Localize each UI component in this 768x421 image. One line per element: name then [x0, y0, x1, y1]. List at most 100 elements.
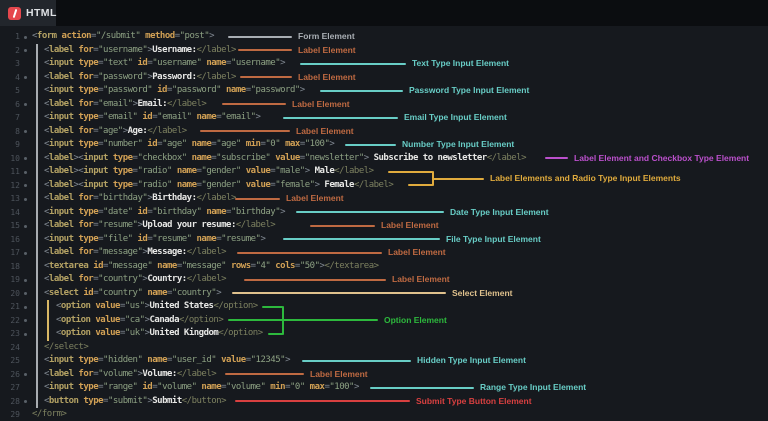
- code-line-8: 8<label for="age">Age:</label>: [0, 125, 768, 139]
- annotation-line: [228, 35, 292, 38]
- annotation-label: Number Type Input Element: [402, 139, 515, 149]
- annotation-line: [283, 116, 398, 119]
- code-line-7: 7<input type="email" id="email" name="em…: [0, 111, 768, 125]
- code-line-16: 16 <input type="file" id="resume" name="r…: [0, 233, 768, 247]
- line-number: 4: [15, 72, 20, 82]
- fold-marker[interactable]: [24, 170, 27, 174]
- code-line-6: 6<label for="email">Email:</label>: [0, 98, 768, 112]
- fold-marker[interactable]: [24, 319, 27, 322]
- fold-marker[interactable]: [24, 184, 27, 187]
- annotation-line: [235, 400, 410, 403]
- line-number: 11: [10, 167, 20, 176]
- line-number: 23: [10, 329, 20, 338]
- line-number: 29: [10, 410, 20, 419]
- code-line-19: 19 <label for="country">Country:</label>: [0, 273, 768, 287]
- line-number: 1: [15, 32, 20, 41]
- line-number: 17: [10, 248, 20, 257]
- line-number: 3: [15, 59, 20, 68]
- annotation-line: [237, 251, 382, 254]
- code-line-14: 14 <input type="date" id="birthday" name=…: [0, 206, 768, 220]
- code-line-11: 11<label><input type="radio" name="gende…: [0, 165, 768, 179]
- fold-marker[interactable]: [24, 332, 27, 336]
- code-text: <option value="us">United States</option…: [56, 301, 258, 311]
- code-text: <form action="/submit" method="post">: [32, 31, 215, 41]
- html-file-icon: [8, 6, 21, 20]
- code-editor[interactable]: 1<form action="/submit" method="post">2<…: [0, 26, 768, 421]
- fold-marker[interactable]: [24, 278, 27, 282]
- code-line-3: 3 <input type="text" id="username" name="…: [0, 57, 768, 71]
- fold-marker[interactable]: [24, 103, 27, 106]
- annotation-line: [302, 359, 411, 362]
- line-number: 16: [10, 234, 20, 244]
- fold-marker[interactable]: [24, 157, 27, 160]
- indent-guide-select-block: [47, 300, 49, 341]
- line-number: 25: [10, 356, 20, 365]
- annotation-line: [240, 76, 292, 79]
- code-text: <label for="resume">Upload your resume:<…: [44, 220, 276, 230]
- code-text: <label for="country">Country:</label>: [44, 274, 227, 284]
- annotation-label: Label Element: [381, 220, 439, 230]
- code-line-20: 20<select id="country" name="country">: [0, 287, 768, 301]
- annotation-label: Label Element: [310, 368, 368, 379]
- fold-marker[interactable]: [24, 76, 27, 79]
- annotation-line: [200, 130, 290, 133]
- annotation-label: Label Element: [298, 44, 356, 55]
- annotation-label: Range Type Input Element: [480, 382, 587, 392]
- line-number: 14: [10, 207, 20, 217]
- fold-marker[interactable]: [24, 400, 27, 403]
- annotation-label: Label Elements and Radio Type Input Elem…: [490, 172, 681, 183]
- code-text: <input type="text" id="username" name="u…: [44, 58, 286, 68]
- fold-marker[interactable]: [24, 292, 27, 295]
- fold-marker[interactable]: [24, 130, 27, 133]
- code-text: <input type="password" id="password" nam…: [44, 85, 305, 95]
- line-number: 12: [10, 180, 20, 190]
- code-line-29: 29 </form>: [0, 408, 768, 421]
- annotation-label: Label Element: [296, 125, 354, 136]
- indent-guide-active: [36, 43, 38, 408]
- code-text: <select id="country" name="country">: [44, 287, 222, 298]
- fold-marker[interactable]: [24, 35, 27, 39]
- annotation-line: [238, 49, 292, 52]
- code-line-28: 28<button type="submit">Submit</button>: [0, 395, 768, 409]
- annotation-line: [228, 319, 283, 322]
- annotation-line: [262, 305, 283, 308]
- annotation-line: [235, 197, 280, 200]
- code-text: </form>: [32, 409, 67, 419]
- fold-marker[interactable]: [24, 224, 27, 228]
- code-text: <label><input type="radio" name="gender"…: [44, 179, 394, 190]
- code-line-17: 17 <label for="message">Message:</label>: [0, 246, 768, 260]
- fold-marker[interactable]: [24, 305, 27, 309]
- line-number: 18: [10, 261, 20, 271]
- code-text: <input type="file" id="resume" name="res…: [44, 233, 266, 244]
- line-number: 19: [10, 275, 20, 284]
- line-number: 26: [10, 369, 20, 379]
- annotation-line: [232, 292, 446, 295]
- fold-marker[interactable]: [24, 197, 27, 201]
- code-text: <textarea id="message" name="message" ro…: [44, 260, 379, 271]
- fold-marker[interactable]: [24, 49, 27, 52]
- annotation-line: [296, 211, 444, 214]
- code-text: <option value="uk">United Kingdom</optio…: [56, 328, 263, 338]
- annotation-line: [320, 89, 403, 92]
- annotation-line: [433, 177, 484, 180]
- fold-marker[interactable]: [24, 373, 27, 376]
- code-text: <input type="date" id="birthday" name="b…: [44, 206, 286, 217]
- code-line-1: 1 <form action="/submit" method="post">: [0, 30, 768, 44]
- annotation-label: Label Element: [298, 71, 356, 82]
- annotation-label: Select Element: [452, 287, 513, 298]
- annotation-label: Label Element and Checkbox Type Element: [574, 152, 750, 163]
- annotation-label: Date Type Input Element: [450, 206, 549, 217]
- code-line-26: 26<label for="volume">Volume:</label>: [0, 368, 768, 382]
- fold-marker[interactable]: [24, 251, 27, 255]
- code-text: <label for="message">Message:</label>: [44, 247, 227, 257]
- tab-html[interactable]: HTML: [0, 0, 56, 26]
- code-text: <input type="hidden" name="user_id" valu…: [44, 355, 290, 365]
- annotation-line: [545, 157, 568, 160]
- line-number: 15: [10, 221, 20, 230]
- annotation-label: Submit Type Button Element: [416, 395, 532, 406]
- code-text: </select>: [44, 341, 89, 352]
- code-line-10: 10<label><input type="checkbox" name="su…: [0, 152, 768, 166]
- slash-glyph: [12, 8, 17, 18]
- annotation-label: Password Type Input Element: [409, 85, 530, 95]
- line-number: 13: [10, 194, 20, 203]
